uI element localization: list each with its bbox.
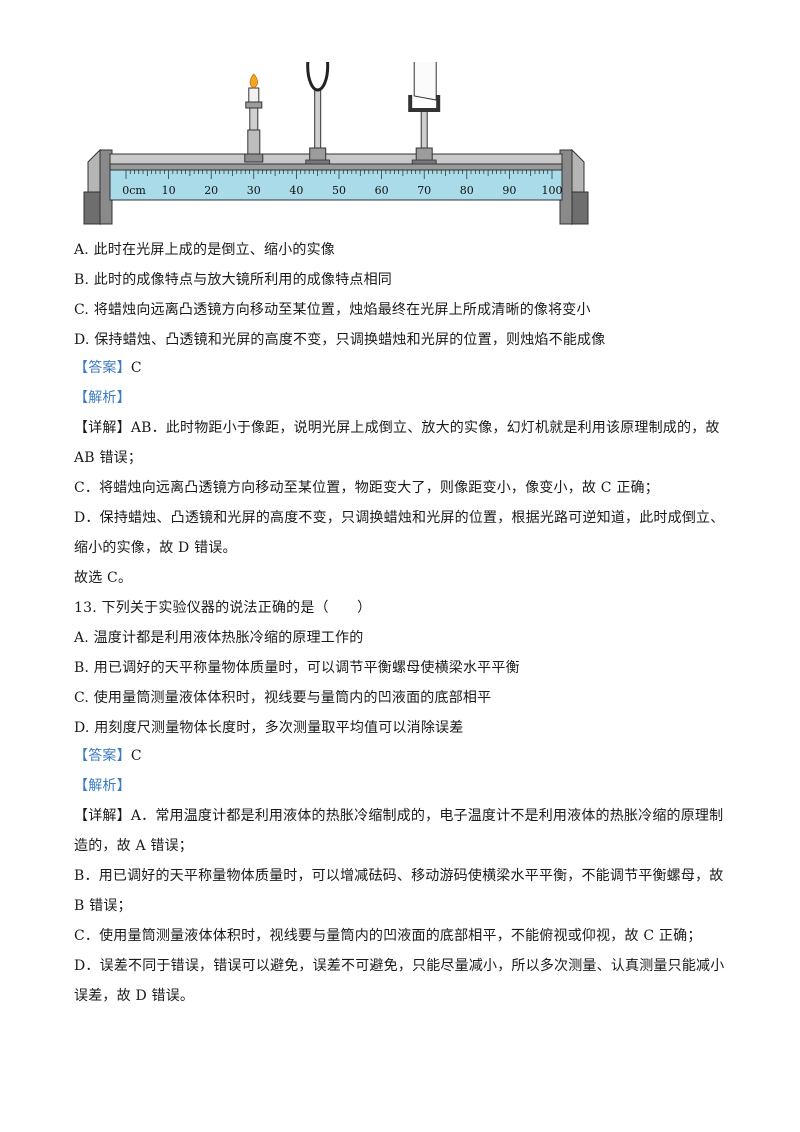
q13-answer: 【答案】C (74, 746, 142, 766)
q13-detail-a-line1: 【详解】A．常用温度计都是利用液体的热胀冷缩制成的，电子温度计不是利用液体的热胀… (74, 808, 724, 824)
q13-detail-d-line1: D．误差不同于错误，错误可以避免，误差不可避免，只能尽量减小，所以多次测量、认真… (74, 958, 725, 974)
q12-detail-ab-line1: 【详解】AB．此时物距小于像距，说明光屏上成倒立、放大的实像，幻灯机就是利用该原… (74, 420, 720, 436)
q12-conclusion: 故选 C。 (74, 570, 133, 586)
optical-bench-figure: 0cm 10 20 30 40 50 60 70 80 90 100 (83, 62, 589, 226)
q12-analysis-tag: 【解析】 (74, 390, 131, 406)
q13-detail-d-line2: 误差，故 D 错误。 (74, 988, 195, 1004)
q13-detail-b-line2: B 错误； (74, 898, 132, 914)
ruler-label: 60 (375, 184, 389, 197)
q13-option-d: D. 用刻度尺测量物体长度时，多次测量取平均值可以消除误差 (74, 720, 464, 736)
q12-option-b: B. 此时的成像特点与放大镜所利用的成像特点相同 (74, 272, 392, 288)
q13-option-c: C. 使用量筒测量液体体积时，视线要与量筒内的凹液面的底部相平 (74, 690, 492, 706)
ruler-label: 50 (332, 184, 346, 197)
q12-option-a: A. 此时在光屏上成的是倒立、缩小的实像 (74, 242, 336, 258)
q13-detail-b-line1: B．用已调好的天平称量物体质量时，可以增减砝码、移动游码使横梁水平平衡，不能调节… (74, 868, 724, 884)
ruler-scale (109, 169, 563, 201)
q12-detail-d-line2: 缩小的实像，故 D 错误。 (74, 540, 237, 556)
bench-right-stand (559, 148, 589, 226)
light-screen-holder (408, 62, 441, 165)
q13-stem: 13. 下列关于实验仪器的说法正确的是（ ） (74, 600, 372, 616)
q13-detail-a-line2: 造的，故 A 错误； (74, 838, 194, 854)
q13-option-a: A. 温度计都是利用液体热胀冷缩的原理工作的 (74, 630, 364, 646)
candle-flame-icon (249, 73, 258, 89)
answer-tag: 【答案】 (74, 748, 131, 764)
lens-ring-icon (306, 62, 330, 92)
ruler-label: 10 (162, 184, 176, 197)
q13-option-b: B. 用已调好的天平称量物体质量时，可以调节平衡螺母使横梁水平平衡 (74, 660, 520, 676)
q12-detail-ab-line2: AB 错误； (74, 450, 143, 466)
ruler-ticks (125, 170, 553, 179)
candle-body (248, 87, 260, 103)
q12-answer: 【答案】C (74, 358, 142, 378)
q13-analysis-tag: 【解析】 (74, 778, 131, 794)
answer-tag: 【答案】 (74, 360, 131, 376)
ruler-label: 100 (542, 184, 563, 197)
ruler-label: 80 (460, 184, 474, 197)
q13-detail-c: C．使用量筒测量液体体积时，视线要与量筒内的凹液面的底部相平，不能俯视或仰视，故… (74, 928, 702, 944)
candle-holder (244, 73, 264, 163)
q12-detail-c: C．将蜡烛向远离凸透镜方向移动至某位置，物距变大了，则像距变小，像变小，故 C … (74, 480, 659, 496)
ruler-label: 40 (289, 184, 303, 197)
detail-tag: 【详解】 (74, 808, 131, 824)
bench-mid-rail (109, 163, 563, 171)
ruler-label: 90 (502, 184, 516, 197)
ruler-label: 20 (204, 184, 218, 197)
bench-left-stand (83, 148, 113, 226)
bench-top-rail (109, 153, 563, 165)
q12-option-c: C. 将蜡烛向远离凸透镜方向移动至某位置，烛焰最终在光屏上所成清晰的像将变小 (74, 302, 591, 318)
answer-value: C (130, 360, 142, 376)
ruler-label: 0cm (122, 184, 146, 197)
ruler-label: 70 (417, 184, 431, 197)
answer-value: C (130, 748, 142, 764)
q12-option-d: D. 保持蜡烛、凸透镜和光屏的高度不变，只调换蜡烛和光屏的位置，则烛焰不能成像 (74, 332, 606, 348)
detail-tag: 【详解】 (74, 420, 131, 436)
ruler-labels: 0cm 10 20 30 40 50 60 70 80 90 100 (122, 184, 562, 197)
ruler-label: 30 (247, 184, 261, 197)
screen-panel (413, 62, 437, 101)
q12-detail-d-line1: D．保持蜡烛、凸透镜和光屏的高度不变，只调换蜡烛和光屏的位置，根据光路可逆知道，… (74, 510, 725, 526)
convex-lens-holder (305, 62, 331, 165)
